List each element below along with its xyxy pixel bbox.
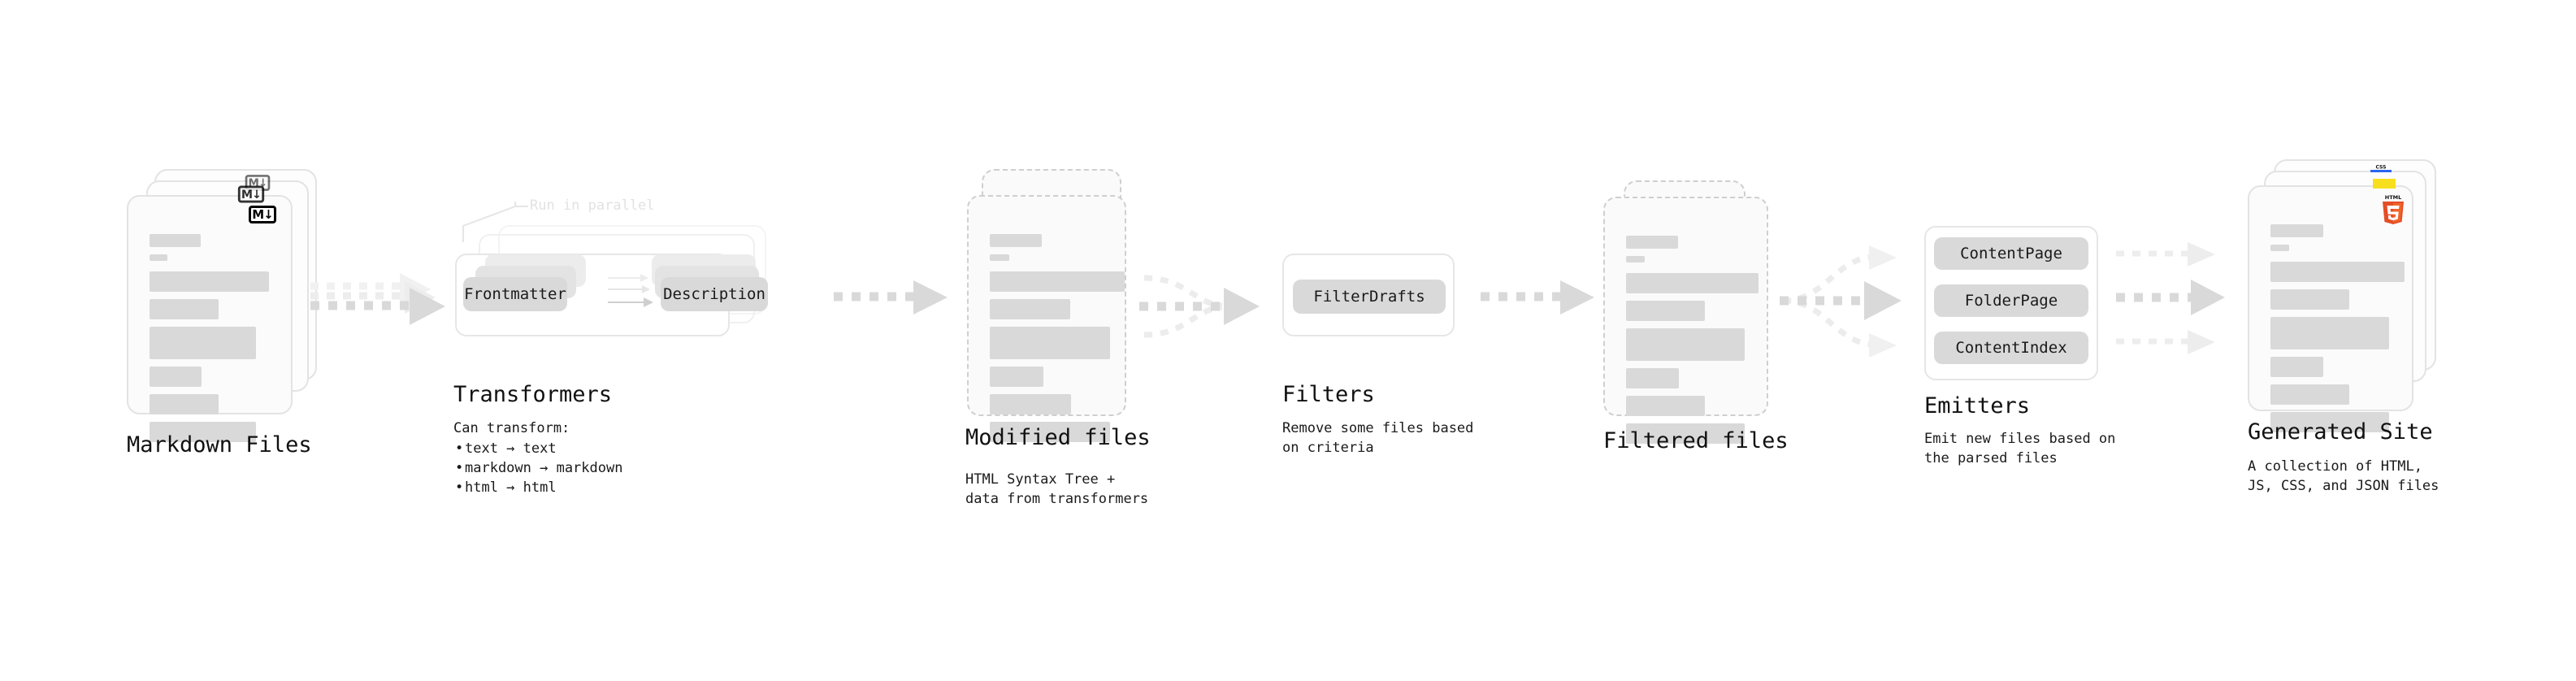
filtered-file-content-bars [1626,236,1759,451]
arrow-modified-to-filters [1139,275,1260,338]
content-bar [990,327,1110,359]
content-bar [150,299,219,319]
markdown-file-content-bars [150,234,273,449]
content-bar [990,367,1043,387]
emitters-pill-contentindex[interactable]: ContentIndex [1934,332,2088,364]
content-bar [1626,273,1759,293]
markdown-badge-front: M↓ [249,206,276,223]
content-bar [150,422,256,442]
site-file-card-front [2248,185,2413,432]
content-bar [2270,412,2389,432]
content-bar [990,422,1110,442]
content-bar [1626,368,1679,388]
content-bar [150,394,219,414]
emitters-title: Emitters [1924,393,2031,419]
markdown-badge-mid: M↓ [237,185,265,203]
transformers-bullet-0: text → text [453,439,622,458]
content-bar [990,394,1071,414]
html5-icon: HTML [2379,193,2407,224]
arrow-filters-to-filtered [1481,280,1594,314]
content-bar [1626,396,1705,416]
content-bar [150,234,201,247]
content-bar [990,254,1009,261]
modified-file-content-bars [990,234,1125,449]
filtered-files-title: Filtered files [1603,428,1789,453]
content-bar [2270,317,2389,349]
filters-subtitle: Remove some files based on criteria [1282,420,1474,457]
filters-title: Filters [1282,382,1375,407]
arrow-markdown-to-transformers [310,273,445,325]
content-bar [150,254,167,261]
markdown-files-title: Markdown Files [127,432,312,458]
content-bar [2270,245,2289,251]
svg-text:CSS: CSS [2376,165,2387,171]
modified-files-title: Modified files [965,425,1151,450]
generated-site-title: Generated Site [2248,419,2433,445]
transformer-pill-description[interactable]: Description [661,277,768,311]
content-bar [2270,224,2323,237]
arrow-transformers-to-modified [834,280,948,314]
content-bar [150,271,269,292]
content-bar [990,271,1125,292]
modified-file-card-front [967,195,1126,442]
emitters-subtitle: Emit new files based on the parsed files [1924,431,2116,467]
transformers-bullet-1: markdown → markdown [453,458,622,478]
filters-pill-filterdrafts[interactable]: FilterDrafts [1293,280,1446,314]
content-bar [150,367,202,387]
transformers-bullet-2: html → html [453,478,622,497]
arrow-filtered-to-emitters [1780,245,1902,358]
generated-site-subtitle: A collection of HTML, JS, CSS, and JSON … [2248,458,2439,495]
run-in-parallel-label: Run in parallel [530,197,655,214]
content-bar [1626,423,1745,444]
modified-files-subtitle: HTML Syntax Tree + data from transformer… [965,471,1149,508]
svg-text:HTML: HTML [2385,194,2401,201]
css3-icon: CSS [2370,163,2392,172]
emitters-pill-folderpage[interactable]: FolderPage [1934,284,2088,317]
content-bar [1626,301,1705,321]
run-in-parallel-bracket [462,202,528,242]
filtered-file-card-front [1603,197,1768,444]
content-bar [1626,236,1678,249]
javascript-icon [2373,179,2396,189]
transformer-internal-arrows [608,274,653,307]
site-file-content-bars [2270,224,2405,440]
content-bar [2270,289,2349,310]
markdown-file-card-front [127,195,293,442]
transformers-title: Transformers [453,382,613,407]
transformers-bullets-lead: Can transform: [453,420,570,436]
content-bar [1626,256,1645,262]
content-bar [990,299,1070,319]
content-bar [2270,384,2349,405]
emitters-pill-contentpage[interactable]: ContentPage [1934,237,2088,270]
content-bar [1626,328,1745,361]
content-bar [2270,262,2405,282]
transformers-bullets: Can transform: text → text markdown → ma… [453,419,622,498]
content-bar [150,327,256,359]
arrow-emitters-to-site [2116,242,2225,354]
content-bar [990,234,1042,247]
transformer-pill-frontmatter[interactable]: Frontmatter [463,277,567,311]
content-bar [2270,357,2323,377]
